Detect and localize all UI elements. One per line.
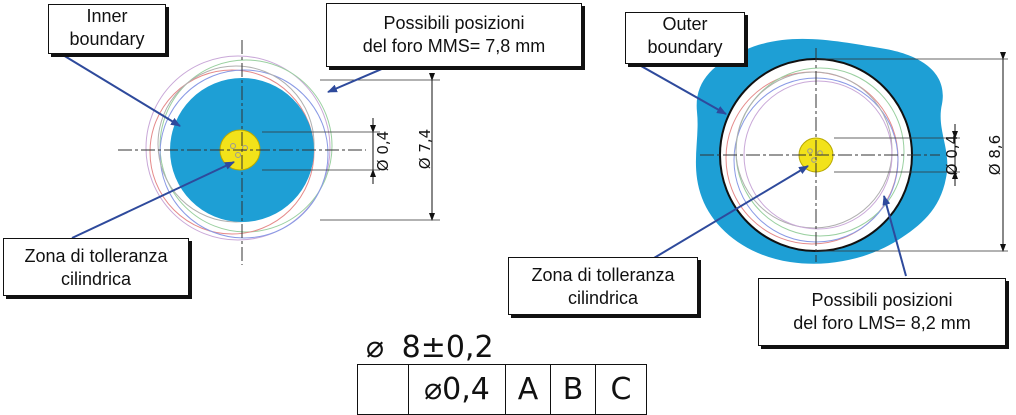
leader-arrow <box>327 67 385 93</box>
leader-arrow <box>71 161 235 239</box>
zone-dot <box>235 152 241 158</box>
lms-positions-label: Possibili posizioni del foro LMS= 8,2 mm <box>758 278 1006 346</box>
size-note: ⌀ 8±0,2 <box>366 330 494 365</box>
left-dim-small: Ø 0,4 <box>374 130 392 172</box>
right-dim-small: Ø 0,4 <box>943 134 961 176</box>
leader-arrow <box>653 165 809 259</box>
diameter-symbol: ⌀ <box>366 330 385 365</box>
left-dim-large: Ø 7,4 <box>416 128 434 170</box>
zone-dot <box>230 143 236 149</box>
size-value: 8±0,2 <box>401 330 494 365</box>
datum-c-cell: C <box>610 372 632 407</box>
outer-boundary-label: Outer boundary <box>625 12 745 64</box>
right-dim-large: Ø 8,6 <box>986 134 1004 176</box>
leader-arrow <box>633 61 727 115</box>
zone-dot <box>807 148 813 154</box>
right-view <box>633 38 1008 277</box>
datum-b-cell: B <box>551 365 596 414</box>
leader-arrow <box>882 195 907 277</box>
tolerance-cell: ⌀0,4 <box>409 365 506 414</box>
mms-positions-label: Possibili posizioni del foro MMS= 7,8 mm <box>326 3 582 67</box>
possible-hole-circle <box>159 69 329 239</box>
left-zone-label: Zona di tolleranza cilindrica <box>3 238 189 296</box>
leader-arrow <box>57 51 181 127</box>
possible-hole-circle <box>157 65 315 223</box>
position-symbol-cell <box>358 365 409 414</box>
inner-boundary-label: Inner boundary <box>48 4 166 54</box>
feature-control-frame: ⌀0,4 A B C <box>357 364 647 415</box>
left-view <box>57 40 440 265</box>
possible-hole-circle <box>145 55 331 241</box>
datum-a-cell: A <box>506 365 551 414</box>
right-zone-label: Zona di tolleranza cilindrica <box>508 257 698 315</box>
